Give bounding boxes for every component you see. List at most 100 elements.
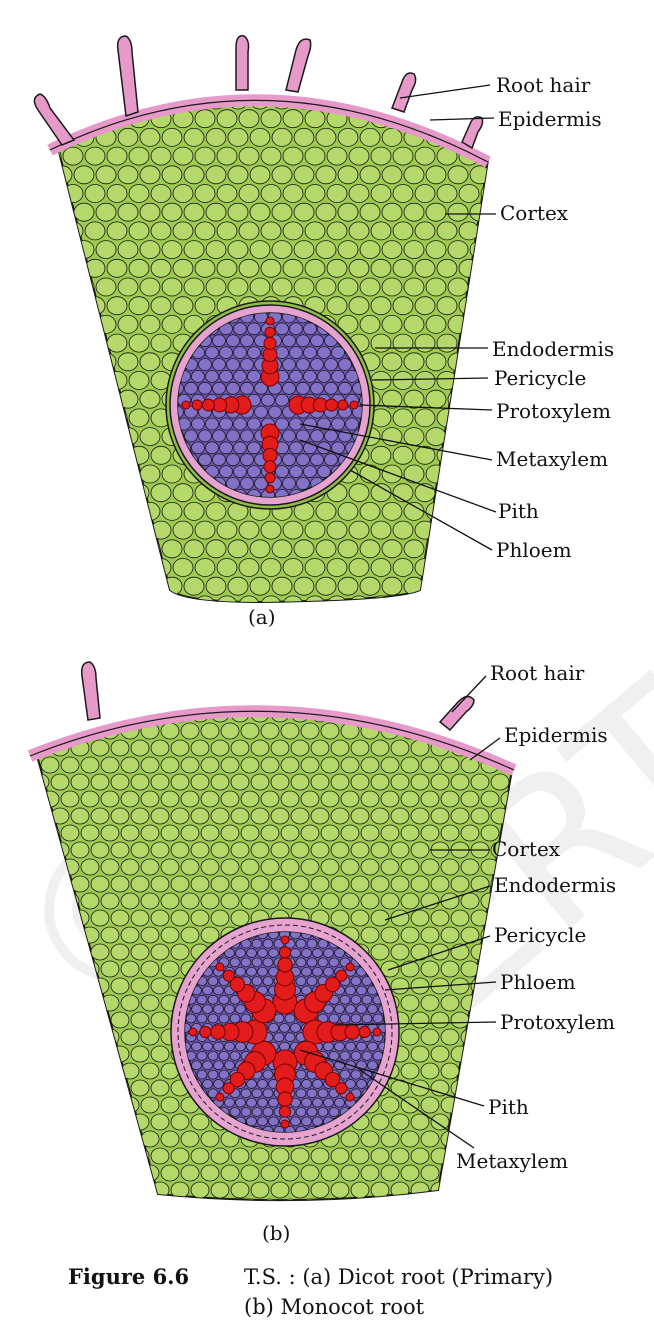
cell — [110, 1181, 130, 1199]
cell — [381, 165, 403, 185]
monocot-label-root-hair: Root hair — [490, 661, 585, 685]
cell — [235, 1041, 246, 1052]
cell — [30, 465, 50, 483]
cell — [262, 938, 274, 949]
cell — [128, 296, 150, 316]
cell — [80, 994, 100, 1012]
cell — [36, 875, 50, 893]
cell — [40, 858, 60, 876]
cell — [210, 909, 230, 927]
cell — [205, 417, 219, 431]
cell — [410, 977, 430, 995]
cell — [128, 258, 150, 278]
cell — [304, 520, 326, 540]
cell — [220, 790, 240, 808]
cell — [196, 1069, 208, 1080]
cell — [381, 427, 403, 447]
cell — [304, 558, 326, 577]
cell — [345, 985, 356, 996]
cell — [11, 774, 29, 790]
cell — [190, 773, 210, 791]
cell — [348, 146, 370, 166]
cell — [117, 277, 139, 297]
cell — [58, 445, 62, 465]
cell — [207, 1013, 219, 1024]
monocot-label-metaxylem: Metaxylem — [456, 1149, 568, 1173]
xylem-vessel — [201, 398, 215, 412]
cell — [268, 948, 279, 958]
cell — [90, 807, 110, 825]
cell — [95, 277, 117, 297]
cell — [11, 978, 29, 994]
cell — [40, 1028, 60, 1046]
cell — [280, 756, 300, 774]
cell — [381, 277, 403, 297]
cell — [120, 994, 140, 1012]
cell — [205, 202, 227, 222]
cell — [140, 994, 160, 1012]
cell — [40, 926, 60, 944]
cell — [341, 689, 359, 705]
cell — [254, 477, 268, 490]
cell — [36, 824, 40, 842]
cell — [202, 1079, 213, 1089]
cell — [233, 322, 247, 336]
cell — [510, 1045, 512, 1063]
xylem-vessel — [188, 1027, 198, 1037]
cell — [359, 501, 381, 521]
cell — [330, 807, 350, 825]
cell — [50, 1011, 70, 1029]
cell — [326, 258, 348, 278]
cell — [62, 445, 84, 465]
cell — [295, 1107, 307, 1117]
cell — [58, 296, 62, 316]
cell — [380, 858, 400, 876]
cell — [36, 943, 50, 961]
cell — [260, 558, 282, 577]
cell — [293, 127, 315, 147]
xylem-vessel — [324, 976, 341, 993]
cell — [150, 841, 170, 859]
cell — [490, 707, 510, 723]
cell — [62, 408, 84, 428]
cell — [240, 1107, 252, 1117]
cell — [271, 277, 293, 297]
cell — [410, 841, 430, 859]
cell — [280, 1164, 300, 1182]
cell — [219, 417, 233, 431]
cell — [251, 1088, 263, 1099]
cell — [229, 1107, 241, 1117]
cell — [440, 790, 460, 808]
cell — [178, 381, 184, 395]
cell — [161, 314, 183, 334]
cell — [320, 1198, 340, 1201]
cell — [301, 985, 312, 996]
cell — [41, 689, 59, 705]
cell — [238, 595, 260, 602]
cell — [238, 146, 260, 166]
xylem-vessel — [265, 316, 275, 326]
cell — [36, 1062, 40, 1080]
cell — [470, 773, 490, 791]
cell — [36, 807, 50, 825]
cell — [500, 1062, 512, 1080]
cell — [36, 722, 40, 740]
cell — [40, 994, 60, 1012]
cell — [480, 1130, 500, 1148]
cell — [100, 1062, 120, 1080]
cell — [73, 314, 95, 334]
cell — [128, 333, 150, 353]
cell — [58, 352, 73, 372]
cell — [50, 1113, 70, 1131]
cell — [216, 109, 238, 129]
cell — [410, 875, 430, 893]
cell — [178, 417, 191, 431]
cell — [350, 1181, 370, 1199]
cell — [282, 258, 304, 278]
cell — [340, 858, 360, 876]
cell — [58, 314, 73, 334]
cell — [58, 389, 73, 409]
cell — [436, 184, 458, 203]
cell — [235, 1004, 246, 1015]
cell — [213, 985, 224, 996]
